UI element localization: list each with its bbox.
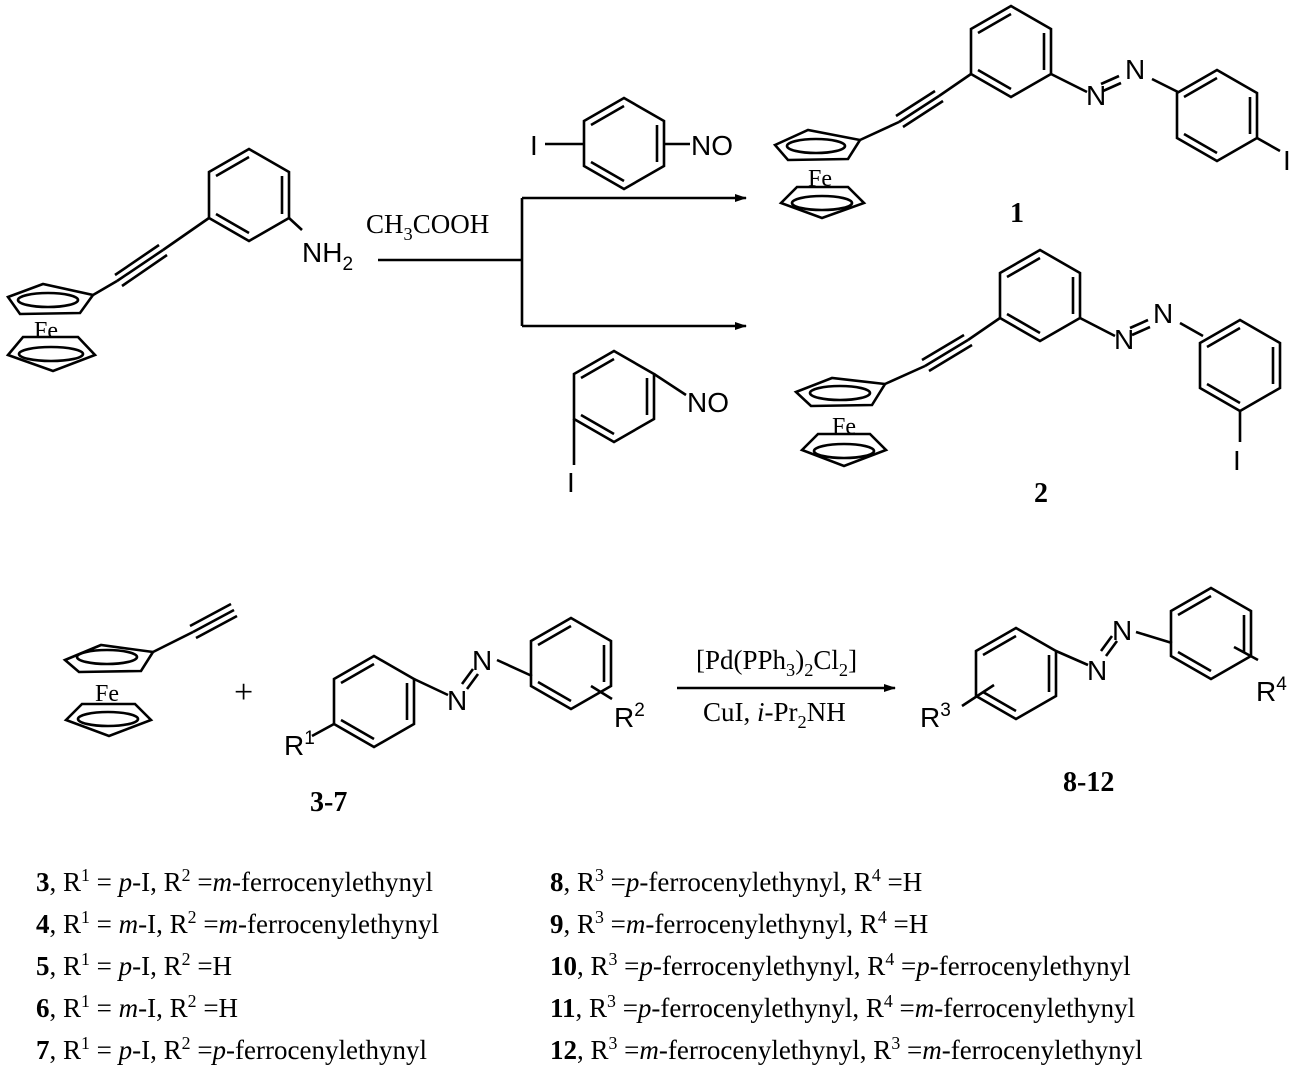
- plus-sign: +: [234, 674, 253, 711]
- compound-number-1: 1: [1010, 198, 1024, 229]
- compound-number-3-7: 3-7: [310, 787, 347, 818]
- legend-row: 11, R3 =p-ferrocenylethynyl, R4 =m-ferro…: [550, 991, 1136, 1023]
- benzene-ring: [1198, 318, 1282, 413]
- amine-label: NH2: [302, 237, 353, 275]
- meta-iodonitrosobenzene: NO I: [567, 349, 729, 498]
- iodine-label: I: [530, 130, 538, 161]
- cyclopentadienyl-ring-top: [793, 376, 888, 408]
- benzene-ring: [332, 654, 416, 749]
- r3-substituent: R3: [920, 700, 951, 733]
- acetic-acid-label: CH3COOH: [366, 209, 489, 244]
- legend-row: 8, R3 =p-ferrocenylethynyl, R4 =H: [550, 865, 923, 897]
- benzene-ring: [1169, 586, 1253, 681]
- iron-label: Fe: [832, 414, 856, 440]
- iodine-label: I: [1283, 145, 1291, 176]
- azo-nitrogen-1: N: [447, 685, 467, 716]
- benzene-ring: [582, 96, 666, 191]
- iodine-label: I: [1233, 445, 1241, 476]
- azo-nitrogen-2: N: [472, 645, 492, 676]
- azo-nitrogen-2: N: [1112, 615, 1132, 646]
- legend-row: 6, R1 = m-I, R2 =H: [36, 991, 239, 1023]
- cyclopentadienyl-ring-top: [772, 128, 863, 162]
- ferrocene-unit: Fe: [772, 128, 867, 220]
- product-2-structure: N N I Fe 2: [793, 248, 1282, 509]
- cocatalyst-label: CuI, i-Pr2NH: [703, 697, 846, 732]
- cyclopentadienyl-ring-top: [5, 282, 96, 316]
- benzene-ring: [207, 147, 291, 243]
- cyclopentadienyl-ring-bottom: [5, 335, 98, 373]
- azo-nitrogen-1: N: [1087, 655, 1107, 686]
- alkyne-bond: [162, 216, 210, 252]
- iron-label: Fe: [34, 318, 58, 344]
- azo-nitrogen-1: N: [1114, 324, 1134, 355]
- ethynylferrocene-structure: Fe: [62, 602, 238, 738]
- benzene-ring: [969, 4, 1053, 99]
- cyclopentadienyl-ring-top: [62, 643, 156, 674]
- legend-row: 4, R1 = m-I, R2 =m-ferrocenylethynyl: [36, 907, 439, 939]
- legend-row: 3, R1 = p-I, R2 =m-ferrocenylethynyl: [36, 865, 433, 897]
- legend-row: 12, R3 =m-ferrocenylethynyl, R3 =m-ferro…: [550, 1033, 1143, 1065]
- r1-substituent: R1: [284, 728, 315, 761]
- reactant-3-7-structure: N N R1 R2 3-7: [284, 616, 645, 818]
- benzene-ring: [1175, 68, 1259, 163]
- compound-number-2: 2: [1034, 478, 1048, 509]
- legend-row: 7, R1 = p-I, R2 =p-ferrocenylethynyl: [36, 1033, 427, 1065]
- catalyst-label: [Pd(PPh3)2Cl2]: [696, 645, 857, 680]
- azo-nitrogen-1: N: [1086, 80, 1106, 111]
- start-amine-structure: Fe NH2: [5, 147, 353, 373]
- iodine-label: I: [567, 467, 575, 498]
- iron-label: Fe: [95, 681, 119, 707]
- branched-reaction-arrow: [378, 194, 747, 330]
- azo-nitrogen-2: N: [1153, 298, 1173, 329]
- product-1-structure: N N I Fe 1: [772, 4, 1291, 229]
- ferrocene-unit: Fe: [793, 376, 889, 468]
- ferrocene-unit: Fe: [5, 282, 98, 373]
- iron-label: Fe: [808, 166, 832, 192]
- cyclopentadienyl-ring-bottom: [63, 702, 154, 738]
- benzene-ring: [572, 349, 656, 444]
- compound-number-8-12: 8-12: [1063, 767, 1114, 798]
- r4-substituent: R4: [1256, 674, 1287, 707]
- benzene-ring: [529, 616, 613, 711]
- legend-row: 5, R1 = p-I, R2 =H: [36, 949, 233, 981]
- legend-row: 9, R3 =m-ferrocenylethynyl, R4 =H: [550, 907, 929, 939]
- nitroso-label: NO: [687, 387, 729, 418]
- para-iodonitrosobenzene: I NO: [530, 96, 733, 191]
- cyclopentadienyl-ring-bottom: [799, 432, 889, 468]
- benzene-ring: [974, 626, 1058, 721]
- benzene-ring: [998, 248, 1082, 343]
- cyclopentadienyl-ring-bottom: [778, 185, 867, 220]
- nitroso-label: NO: [691, 130, 733, 161]
- azo-nitrogen-2: N: [1125, 54, 1145, 85]
- product-8-12-structure: N N R3 R4 8-12: [920, 586, 1287, 798]
- r2-substituent: R2: [614, 700, 645, 733]
- legend-row: 10, R3 =p-ferrocenylethynyl, R4 =p-ferro…: [550, 949, 1131, 981]
